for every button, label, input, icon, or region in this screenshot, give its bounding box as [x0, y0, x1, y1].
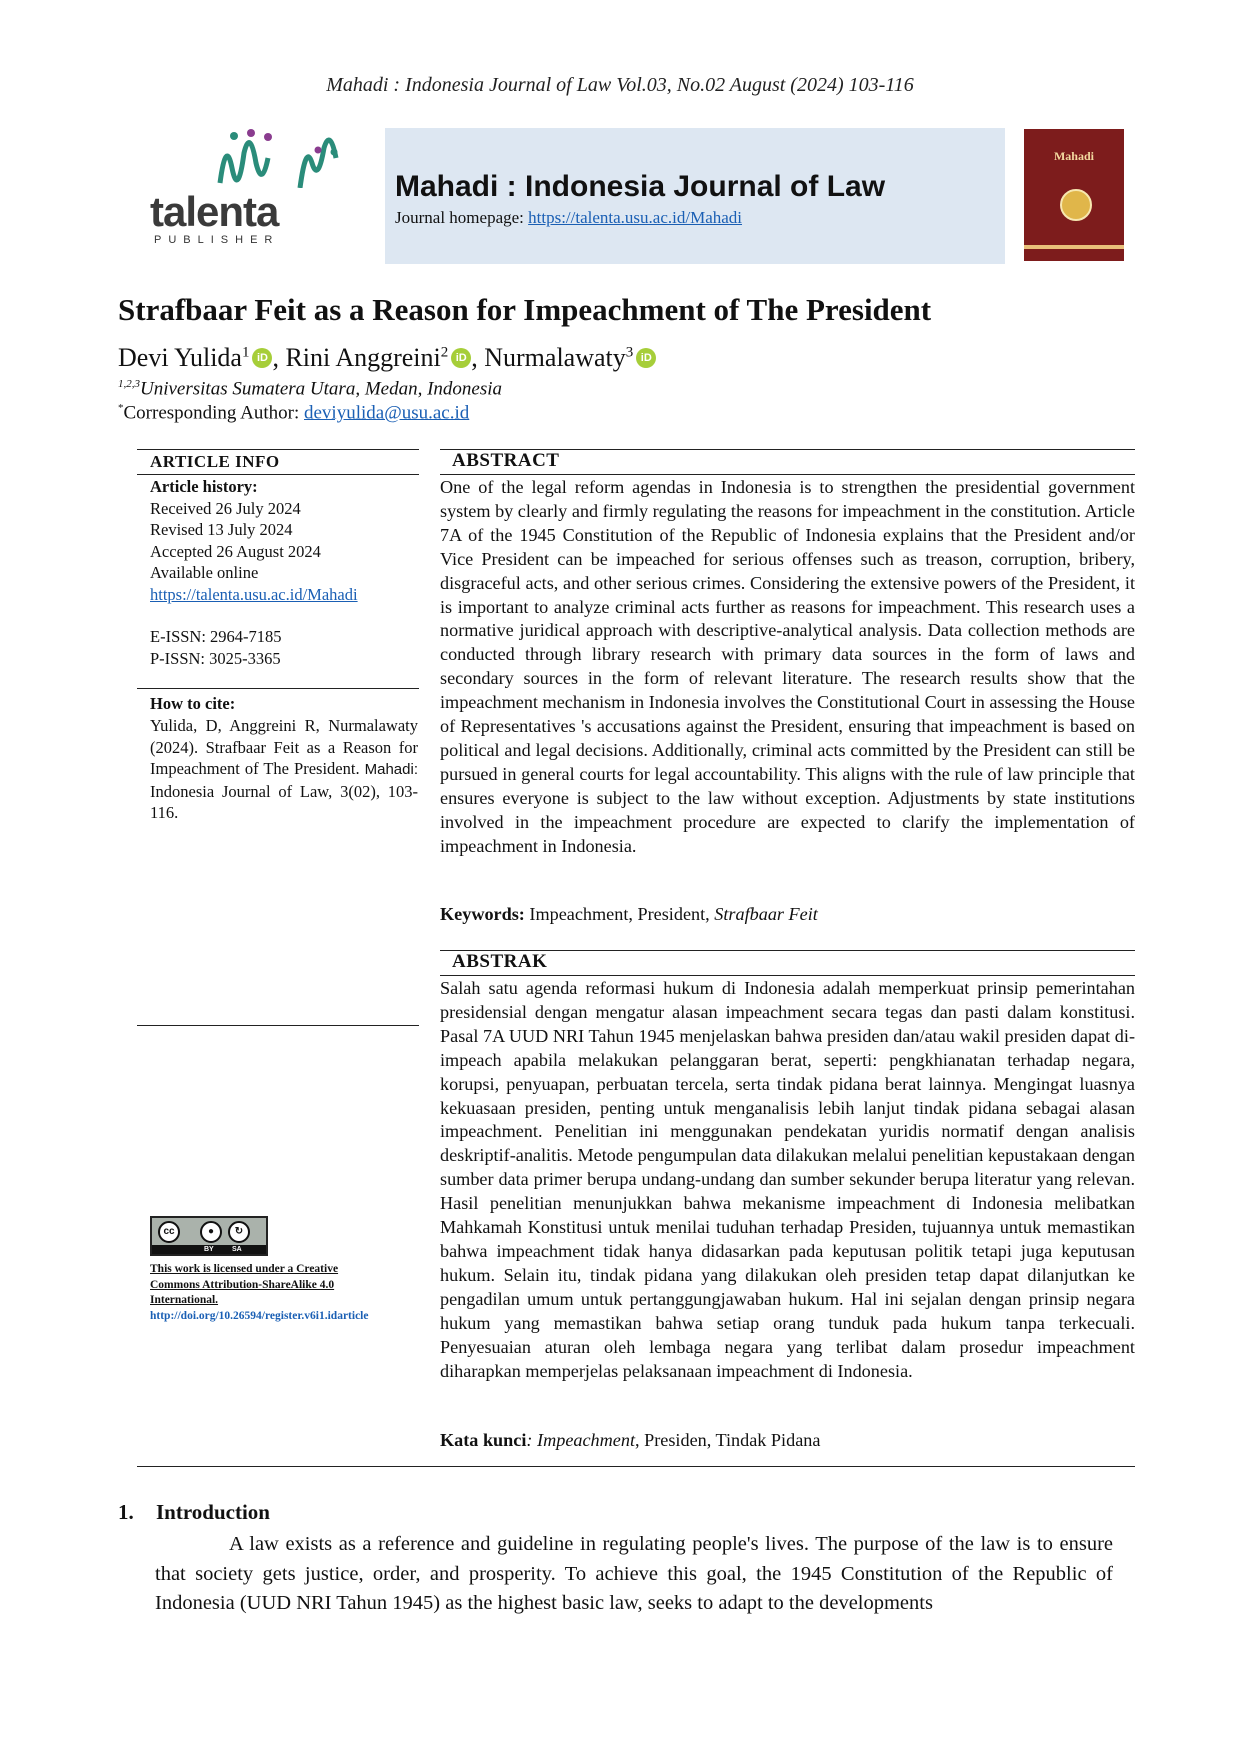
author-sup: 2 — [440, 344, 449, 361]
affiliation-text: Universitas Sumatera Utara, Medan, Indon… — [140, 378, 503, 400]
orcid-icon[interactable]: iD — [451, 348, 472, 368]
corresponding-email-link[interactable]: deviyulida@usu.ac.id — [304, 402, 470, 424]
article-info-heading: ARTICLE INFO — [150, 452, 280, 471]
eissn: E-ISSN: 2964-7185 — [150, 627, 282, 646]
author-sup: 3 — [625, 344, 634, 361]
kata-kunci-italic: Impeachment — [537, 1430, 636, 1450]
license-line[interactable]: This work is licensed under a Creative — [150, 1263, 339, 1275]
homepage-link[interactable]: https://talenta.usu.ac.id/Mahadi — [528, 208, 743, 227]
author-name: Devi Yulida — [118, 343, 242, 372]
history-label: Article history: — [150, 477, 258, 496]
cite-journal: Mahadi: — [364, 761, 418, 778]
section-number: 1. — [118, 1500, 134, 1524]
introduction-text: A law exists as a reference and guidelin… — [155, 1533, 1113, 1614]
cc-labels: BY SA — [152, 1245, 266, 1254]
cite-text: Yulida, D, Anggreini R, Nurmalawaty (202… — [150, 716, 418, 778]
kata-kunci-text: , Presiden, Tindak Pidana — [635, 1430, 821, 1450]
cite-label: How to cite: — [150, 694, 236, 713]
journal-cover: Mahadi — [1024, 129, 1124, 261]
corresponding-author: *Corresponding Author: deviyulida@usu.ac… — [118, 402, 469, 424]
logo-wordmark: talenta — [150, 188, 279, 235]
logo-subtitle: PUBLISHER — [154, 234, 280, 246]
affiliation-sup: 1,2,3 — [118, 378, 140, 390]
keywords-label: Keywords: — [440, 904, 525, 924]
article-title: Strafbaar Feit as a Reason for Impeachme… — [118, 292, 932, 327]
received-date: Received 26 July 2024 — [150, 498, 301, 518]
divider — [440, 449, 1135, 450]
cc-icon: cc — [158, 1221, 180, 1243]
abstrak-keywords: Kata kunci: Impeachment, Presiden, Tinda… — [440, 1430, 821, 1450]
running-header: Mahadi : Indonesia Journal of Law Vol.03… — [326, 74, 914, 96]
license-line[interactable]: Commons Attribution-ShareAlike 4.0 — [150, 1278, 335, 1291]
abstract-text: One of the legal reform agendas in Indon… — [440, 477, 1135, 856]
sa-label: SA — [232, 1246, 242, 1253]
sa-icon: ↻ — [228, 1221, 250, 1243]
author-name: Rini Anggreini — [285, 343, 441, 372]
article-url-link[interactable]: https://talenta.usu.ac.id/Mahadi — [150, 584, 358, 604]
abstrak-text: Salah satu agenda reformasi hukum di Ind… — [440, 978, 1135, 1381]
orcid-icon[interactable]: iD — [252, 348, 273, 368]
divider — [137, 688, 419, 689]
how-to-cite: Yulida, D, Anggreini R, Nurmalawaty (202… — [150, 715, 418, 824]
corresponding-label: Corresponding Author: — [123, 402, 304, 424]
divider — [137, 449, 419, 450]
section-title: Introduction — [156, 1500, 270, 1524]
logo-waves-icon — [217, 129, 339, 188]
license-text: This work is licensed under a Creative C… — [150, 1262, 410, 1324]
homepage-label: Journal homepage: — [395, 208, 529, 227]
abstract-heading: ABSTRACT — [452, 450, 560, 471]
keywords-text: Impeachment, President, — [524, 904, 715, 924]
divider — [137, 1025, 419, 1026]
divider — [137, 474, 419, 475]
by-icon: ● — [200, 1221, 222, 1243]
journal-banner: Mahadi : Indonesia Journal of Law Journa… — [385, 128, 1005, 264]
abstract-keywords: Keywords: Impeachment, President, Strafb… — [440, 904, 818, 925]
section-heading: 1. Introduction — [118, 1500, 270, 1525]
journal-homepage: Journal homepage: https://talenta.usu.ac… — [395, 208, 742, 228]
available-online: Available online — [150, 563, 259, 582]
cite-text-end: Indonesia Journal of Law, 3(02), 103-116… — [150, 781, 418, 823]
kata-kunci-label: Kata kunci — [440, 1430, 527, 1450]
cover-band — [1024, 245, 1124, 249]
by-label: BY — [204, 1246, 214, 1253]
author-sup: 1 — [241, 344, 250, 361]
article-history: Article history: Received 26 July 2024 R… — [150, 476, 418, 669]
corresponding-sup: * — [118, 402, 124, 414]
journal-title: Mahadi : Indonesia Journal of Law — [395, 170, 886, 203]
doi-link[interactable]: http://doi.org/10.26594/register.v6i1.id… — [150, 1309, 369, 1322]
divider — [440, 474, 1135, 475]
cc-license-badge[interactable]: cc ● ↻ BY SA — [150, 1216, 268, 1256]
accepted-date: Accepted 26 August 2024 — [150, 541, 321, 561]
license-line[interactable]: International. — [150, 1294, 219, 1306]
introduction-paragraph: A law exists as a reference and guidelin… — [155, 1530, 1113, 1619]
pissn: P-ISSN: 3025-3365 — [150, 648, 281, 668]
divider — [440, 950, 1135, 951]
publisher-logo: talenta PUBLISHER — [150, 128, 365, 248]
keywords-italic: Strafbaar Feit — [714, 904, 818, 924]
emblem-icon — [1060, 189, 1092, 221]
divider — [440, 975, 1135, 976]
affiliation: 1,2,3Universitas Sumatera Utara, Medan, … — [118, 378, 502, 400]
orcid-icon[interactable]: iD — [636, 348, 657, 368]
abstrak-heading: ABSTRAK — [452, 951, 548, 972]
cover-title: Mahadi — [1053, 149, 1094, 163]
revised-date: Revised 13 July 2024 — [150, 520, 293, 539]
divider — [137, 1466, 1135, 1467]
author-name: Nurmalawaty — [484, 343, 626, 372]
